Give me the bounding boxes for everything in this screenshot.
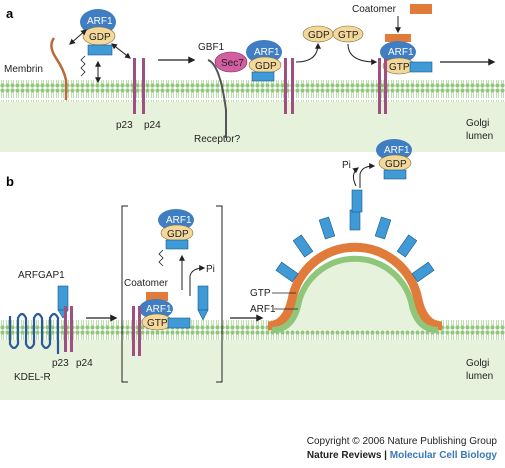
gdp-released-b-label: GDP <box>167 229 189 240</box>
gtp-label-b: GTP <box>147 318 168 329</box>
sec7-label: Sec7 <box>221 58 244 69</box>
panel-b-label: b <box>6 174 14 189</box>
arf1-tail-rect-3 <box>409 61 433 73</box>
arf1-tail-rect <box>87 44 113 56</box>
arf1-label: ARF1 <box>87 16 113 27</box>
p23-label: p23 <box>116 120 133 131</box>
arfgap1-vesicle <box>351 189 363 213</box>
sec7-icon <box>214 51 248 73</box>
right-bracket <box>216 205 223 383</box>
gtp-label-vesicle: GTP <box>250 288 271 299</box>
membrane-a <box>0 80 505 102</box>
journal-separator: | <box>381 450 390 461</box>
coatomer-icon-b <box>146 292 168 301</box>
arf1-label-top: ARF1 <box>384 145 410 156</box>
receptor-protein <box>207 59 227 138</box>
arf1-icon-3 <box>380 41 416 63</box>
coatomer-bound-icon <box>385 34 411 42</box>
gtp-incoming-label: GTP <box>338 30 359 41</box>
left-bracket <box>121 205 128 383</box>
arf1-label-vesicle: ARF1 <box>250 304 276 315</box>
arf1-label-3: ARF1 <box>388 47 414 58</box>
arfgap1-tip-b <box>197 309 209 321</box>
gdp-label-top: GDP <box>385 159 407 170</box>
arf1-released-label: ARF1 <box>166 215 192 226</box>
golgi-lumen-a <box>0 102 505 152</box>
p23-protein <box>133 58 136 114</box>
pi-label-top: Pi <box>342 160 351 171</box>
arf1-label-b: ARF1 <box>146 304 172 315</box>
receptor-label: Receptor? <box>194 134 241 145</box>
membrin-label: Membrin <box>4 64 43 75</box>
arrow-pi-top <box>352 167 359 187</box>
arfgap1-icon-b <box>197 285 209 311</box>
vesicle-arf-rects <box>275 209 435 283</box>
copyright-line: Copyright © 2006 Nature Publishing Group <box>307 436 497 447</box>
arf1-tail-rect-2 <box>251 71 275 82</box>
p23-protein-b2 <box>132 306 135 356</box>
p24-label: p24 <box>144 120 161 131</box>
golgi-label-a: Golgi <box>466 118 489 129</box>
arrow-release-top <box>359 163 376 188</box>
gtp-label-3: GTP <box>389 62 410 73</box>
gtp-incoming-icon <box>332 25 364 43</box>
arf1-tail-b <box>167 317 191 329</box>
arf1-released-icon <box>158 209 194 231</box>
p24-protein-2 <box>291 58 294 114</box>
arf1-tail-top <box>383 169 407 180</box>
lumen-label-a: lumen <box>466 131 493 142</box>
arrow-pi-b <box>189 265 206 296</box>
coatomer-label: Coatomer <box>352 4 397 15</box>
kdelr-protein <box>8 312 60 354</box>
arrow-gtp-in <box>347 43 378 65</box>
gbf1-label: GBF1 <box>198 42 225 53</box>
panel-a-label: a <box>6 6 14 21</box>
journal-line: Nature Reviews | Molecular Cell Biology <box>307 450 497 461</box>
p24-protein <box>142 58 145 114</box>
coatomer-label-b: Coatomer <box>124 278 169 289</box>
lumen-label-b: lumen <box>466 371 493 382</box>
coat-shell <box>267 242 443 331</box>
p24-label-b: p24 <box>76 358 93 369</box>
pi-label-b: Pi <box>206 264 215 275</box>
arf1-label-2: ARF1 <box>254 47 280 58</box>
p24-protein-b2 <box>138 306 141 356</box>
arrow-gdp-out <box>295 42 321 63</box>
p23-protein-2 <box>284 58 287 114</box>
gdp-released-label: GDP <box>308 30 330 41</box>
vesicle-membrane <box>271 255 439 333</box>
golgi-lumen-b <box>0 340 505 400</box>
golgi-label-b: Golgi <box>466 358 489 369</box>
coatomer-icon <box>410 4 432 14</box>
gdp-label-2: GDP <box>255 61 277 72</box>
p23-label-b: p23 <box>52 358 69 369</box>
arfgap1-label: ARFGAP1 <box>18 270 65 281</box>
copyright-text: Copyright © 2006 Nature Publishing Group <box>306 436 497 447</box>
p24-protein-3 <box>384 58 387 114</box>
subjournal-name: Molecular Cell Biology <box>389 450 497 461</box>
gdp-label: GDP <box>89 32 111 43</box>
arf1-icon-b <box>139 299 173 319</box>
arrow-arf1-p23 <box>111 43 131 59</box>
p23-protein-b <box>64 306 67 352</box>
arrow-membrin-arf1 <box>69 29 87 45</box>
membrin-protein <box>50 37 68 100</box>
anchor-released <box>158 249 164 267</box>
p23-protein-3 <box>378 58 381 114</box>
arf1-icon-top <box>376 139 412 161</box>
p24-protein-b <box>70 306 73 352</box>
kdelr-label: KDEL-R <box>14 372 51 383</box>
journal-name: Nature Reviews <box>306 450 382 461</box>
myristoyl-anchor <box>80 55 86 77</box>
arf1-released-tail <box>165 239 189 250</box>
